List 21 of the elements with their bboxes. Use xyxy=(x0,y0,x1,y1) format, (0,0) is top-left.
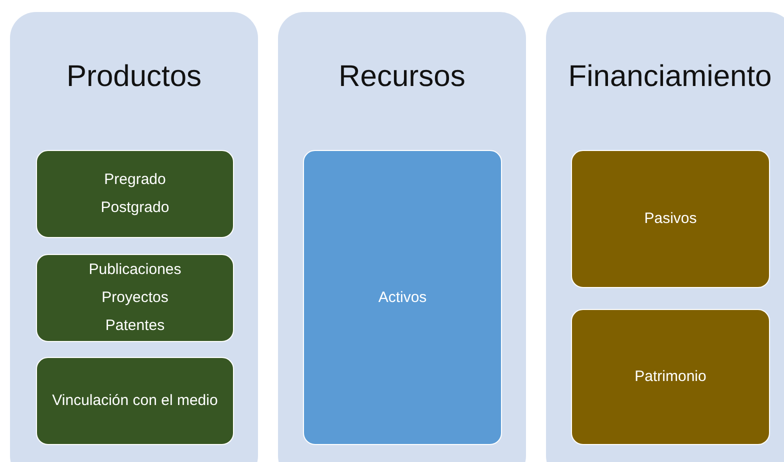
item-text: Pasivos xyxy=(644,209,697,229)
item-text: Publicaciones xyxy=(88,260,182,280)
column-title: Financiamiento xyxy=(567,60,773,94)
item-box xyxy=(36,357,234,445)
item-box xyxy=(36,254,234,342)
item-box xyxy=(303,150,502,445)
item-text: Patentes xyxy=(105,316,165,336)
item-text: Activos xyxy=(378,288,427,308)
column-title: Recursos xyxy=(338,60,466,94)
item-box xyxy=(571,309,770,445)
column-panel xyxy=(546,12,784,462)
item-text: Postgrado xyxy=(100,198,170,218)
item-text: Proyectos xyxy=(102,288,168,308)
item-text: Pregrado xyxy=(104,170,166,190)
item-box xyxy=(36,150,234,238)
item-text: Vinculación con el medio xyxy=(52,391,218,411)
item-box xyxy=(571,150,770,288)
column-panel xyxy=(278,12,526,462)
column-panel xyxy=(10,12,258,462)
column-title: Productos xyxy=(65,60,203,94)
item-text: Patrimonio xyxy=(634,367,706,387)
